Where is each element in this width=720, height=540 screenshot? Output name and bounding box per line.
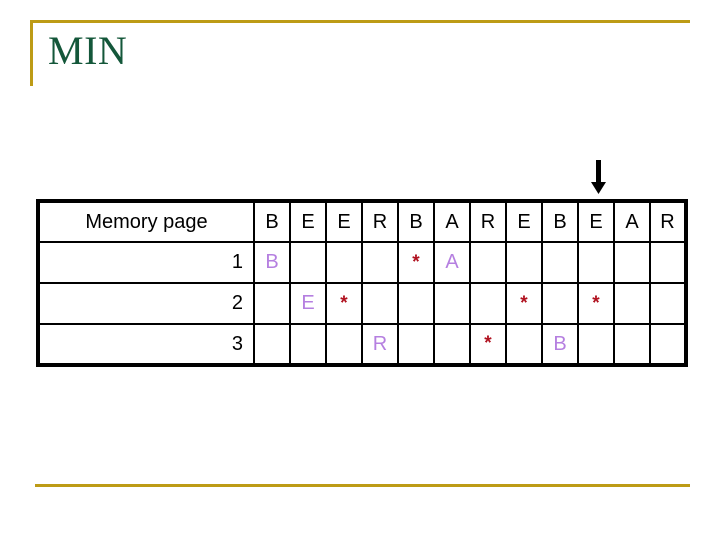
cell-r3c8: B [541, 323, 579, 367]
cell-r1c1 [289, 241, 327, 284]
cell-r3c9 [577, 323, 615, 367]
cell-r3c5 [433, 323, 471, 367]
table-row: 1 B * A [36, 241, 688, 284]
gold-top-rule [30, 20, 690, 23]
cell-r2c0 [253, 282, 291, 325]
cell-r2c4 [397, 282, 435, 325]
cell-r2c7: * [505, 282, 543, 325]
cell-r2c6 [469, 282, 507, 325]
down-arrow-icon [588, 160, 610, 196]
gold-bottom-rule [35, 484, 690, 487]
cell-r1c8 [541, 241, 579, 284]
cell-r1c11 [649, 241, 688, 284]
cell-r2c3 [361, 282, 399, 325]
cell-r2c8 [541, 282, 579, 325]
table-header-row: Memory page B E E R B A R E B E A R [36, 199, 688, 243]
cell-r3c4 [397, 323, 435, 367]
row-label-2: 2 [36, 282, 255, 325]
cell-r1c9 [577, 241, 615, 284]
cell-r1c7 [505, 241, 543, 284]
cell-r1c0: B [253, 241, 291, 284]
reference-cell-10: A [613, 199, 651, 243]
cell-r2c5 [433, 282, 471, 325]
reference-cell-8: B [541, 199, 579, 243]
reference-cell-1: E [289, 199, 327, 243]
row-label-3: 3 [36, 323, 255, 367]
cell-r3c7 [505, 323, 543, 367]
cell-r1c3 [361, 241, 399, 284]
reference-cell-7: E [505, 199, 543, 243]
cell-r2c2: * [325, 282, 363, 325]
reference-cell-6: R [469, 199, 507, 243]
row-label-1: 1 [36, 241, 255, 284]
cell-r1c4: * [397, 241, 435, 284]
page-title: MIN [48, 28, 128, 73]
cell-r3c6: * [469, 323, 507, 367]
reference-cell-9: E [577, 199, 615, 243]
cell-r2c1: E [289, 282, 327, 325]
cell-r3c11 [649, 323, 688, 367]
cell-r2c9: * [577, 282, 615, 325]
reference-cell-2: E [325, 199, 363, 243]
cell-r3c1 [289, 323, 327, 367]
reference-cell-3: R [361, 199, 399, 243]
reference-cell-4: B [397, 199, 435, 243]
memory-page-table: Memory page B E E R B A R E B E A R 1 B … [36, 199, 688, 367]
cell-r3c10 [613, 323, 651, 367]
reference-cell-11: R [649, 199, 688, 243]
cell-r1c6 [469, 241, 507, 284]
reference-cell-5: A [433, 199, 471, 243]
cell-r1c10 [613, 241, 651, 284]
gold-left-rule [30, 20, 33, 86]
cell-r1c5: A [433, 241, 471, 284]
cell-r3c2 [325, 323, 363, 367]
cell-r3c0 [253, 323, 291, 367]
reference-cell-0: B [253, 199, 291, 243]
table-row: 2 E * * * [36, 282, 688, 325]
memory-table-body: Memory page B E E R B A R E B E A R 1 B … [36, 199, 688, 367]
header-memory-page-label: Memory page [36, 199, 255, 243]
cell-r2c11 [649, 282, 688, 325]
table-row: 3 R * B [36, 323, 688, 367]
cell-r3c3: R [361, 323, 399, 367]
cell-r2c10 [613, 282, 651, 325]
cell-r1c2 [325, 241, 363, 284]
